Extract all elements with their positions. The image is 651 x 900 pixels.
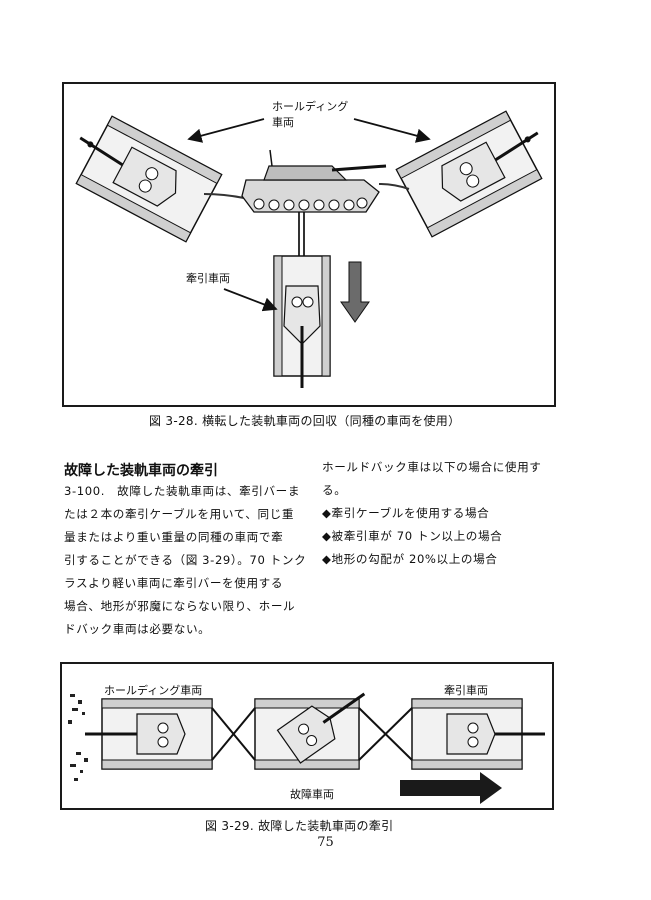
label-disabled-vehicle: 故障車両 — [290, 788, 334, 801]
page-number: 75 — [317, 835, 334, 850]
figure-3-29-caption: 図 3-29. 故障した装軌車両の牽引 — [205, 819, 394, 833]
paragraph-line: 3-100. 故障した装軌車両は、牽引バーま — [64, 484, 301, 498]
center-tank-side-view — [241, 149, 387, 213]
label-holding-line1: ホールディング — [272, 100, 349, 113]
holdback-conditions-list: ◆牽引ケーブルを使用する場合 ◆被牽引車が 70 トン以上の場合 ◆地形の勾配が… — [322, 502, 502, 571]
label-towing-vehicle: 牽引車両 — [444, 684, 488, 697]
figure-3-29: ホールディング車両 牽引車両 故障車両 — [60, 662, 554, 810]
label-holding-line2: 車両 — [272, 116, 294, 129]
pointer-arrow-right — [353, 118, 431, 143]
pointer-arrow-towing — [223, 288, 278, 312]
towing-tank-top-view — [273, 255, 331, 388]
direction-arrow — [340, 261, 370, 323]
paragraph-line: ラスより軽い車両に牽引バーを使用する — [64, 576, 284, 590]
right-tank-top-view — [395, 110, 543, 238]
paragraph-3-100: 3-100. 故障した装軌車両は、牽引バーま たは２本の牽引ケーブルを用いて、同… — [64, 480, 306, 641]
tow-cables — [203, 183, 410, 256]
figure-3-28: ホールディング 車両 牽引車両 — [62, 82, 556, 407]
paragraph-line: 量またはより重い重量の同種の車両で牽 — [64, 530, 284, 544]
intro-line: ホールドバック車は以下の場合に使用す — [322, 460, 542, 474]
left-tank-top-view — [75, 115, 223, 243]
section-title: 故障した装軌車両の牽引 — [64, 463, 218, 479]
label-holding-vehicle: ホールディング車両 — [104, 684, 203, 697]
paragraph-line: 引することができる（図 3-29）。70 トンク — [64, 553, 307, 567]
figure-3-28-caption: 図 3-28. 横転した装軌車両の回収（同種の車両を使用） — [149, 414, 461, 428]
list-item: ◆牽引ケーブルを使用する場合 — [322, 506, 490, 520]
direction-arrow — [400, 772, 502, 804]
list-item: ◆地形の勾配が 20%以上の場合 — [322, 552, 498, 566]
paragraph-line: たは２本の牽引ケーブルを用いて、同じ重 — [64, 507, 295, 521]
paragraph-line: 場合、地形が邪魔にならない限り、ホール — [64, 599, 296, 613]
towing-tank-top-view — [411, 698, 545, 770]
figure-3-29-illustration — [68, 692, 545, 804]
list-item: ◆被牽引車が 70 トン以上の場合 — [322, 529, 503, 543]
holding-tank-top-view — [85, 698, 213, 770]
label-towing-vehicle: 牽引車両 — [186, 272, 230, 285]
holdback-intro: ホールドバック車は以下の場合に使用す る。 — [322, 456, 542, 502]
intro-line: る。 — [322, 483, 347, 497]
disabled-tank-top-view — [254, 692, 366, 770]
figure-3-28-illustration — [75, 110, 543, 388]
paragraph-line: ドバック車両は必要ない。 — [64, 622, 211, 636]
debris-marks — [68, 694, 88, 781]
tow-bars — [211, 707, 413, 761]
pointer-arrow-left — [187, 118, 265, 143]
